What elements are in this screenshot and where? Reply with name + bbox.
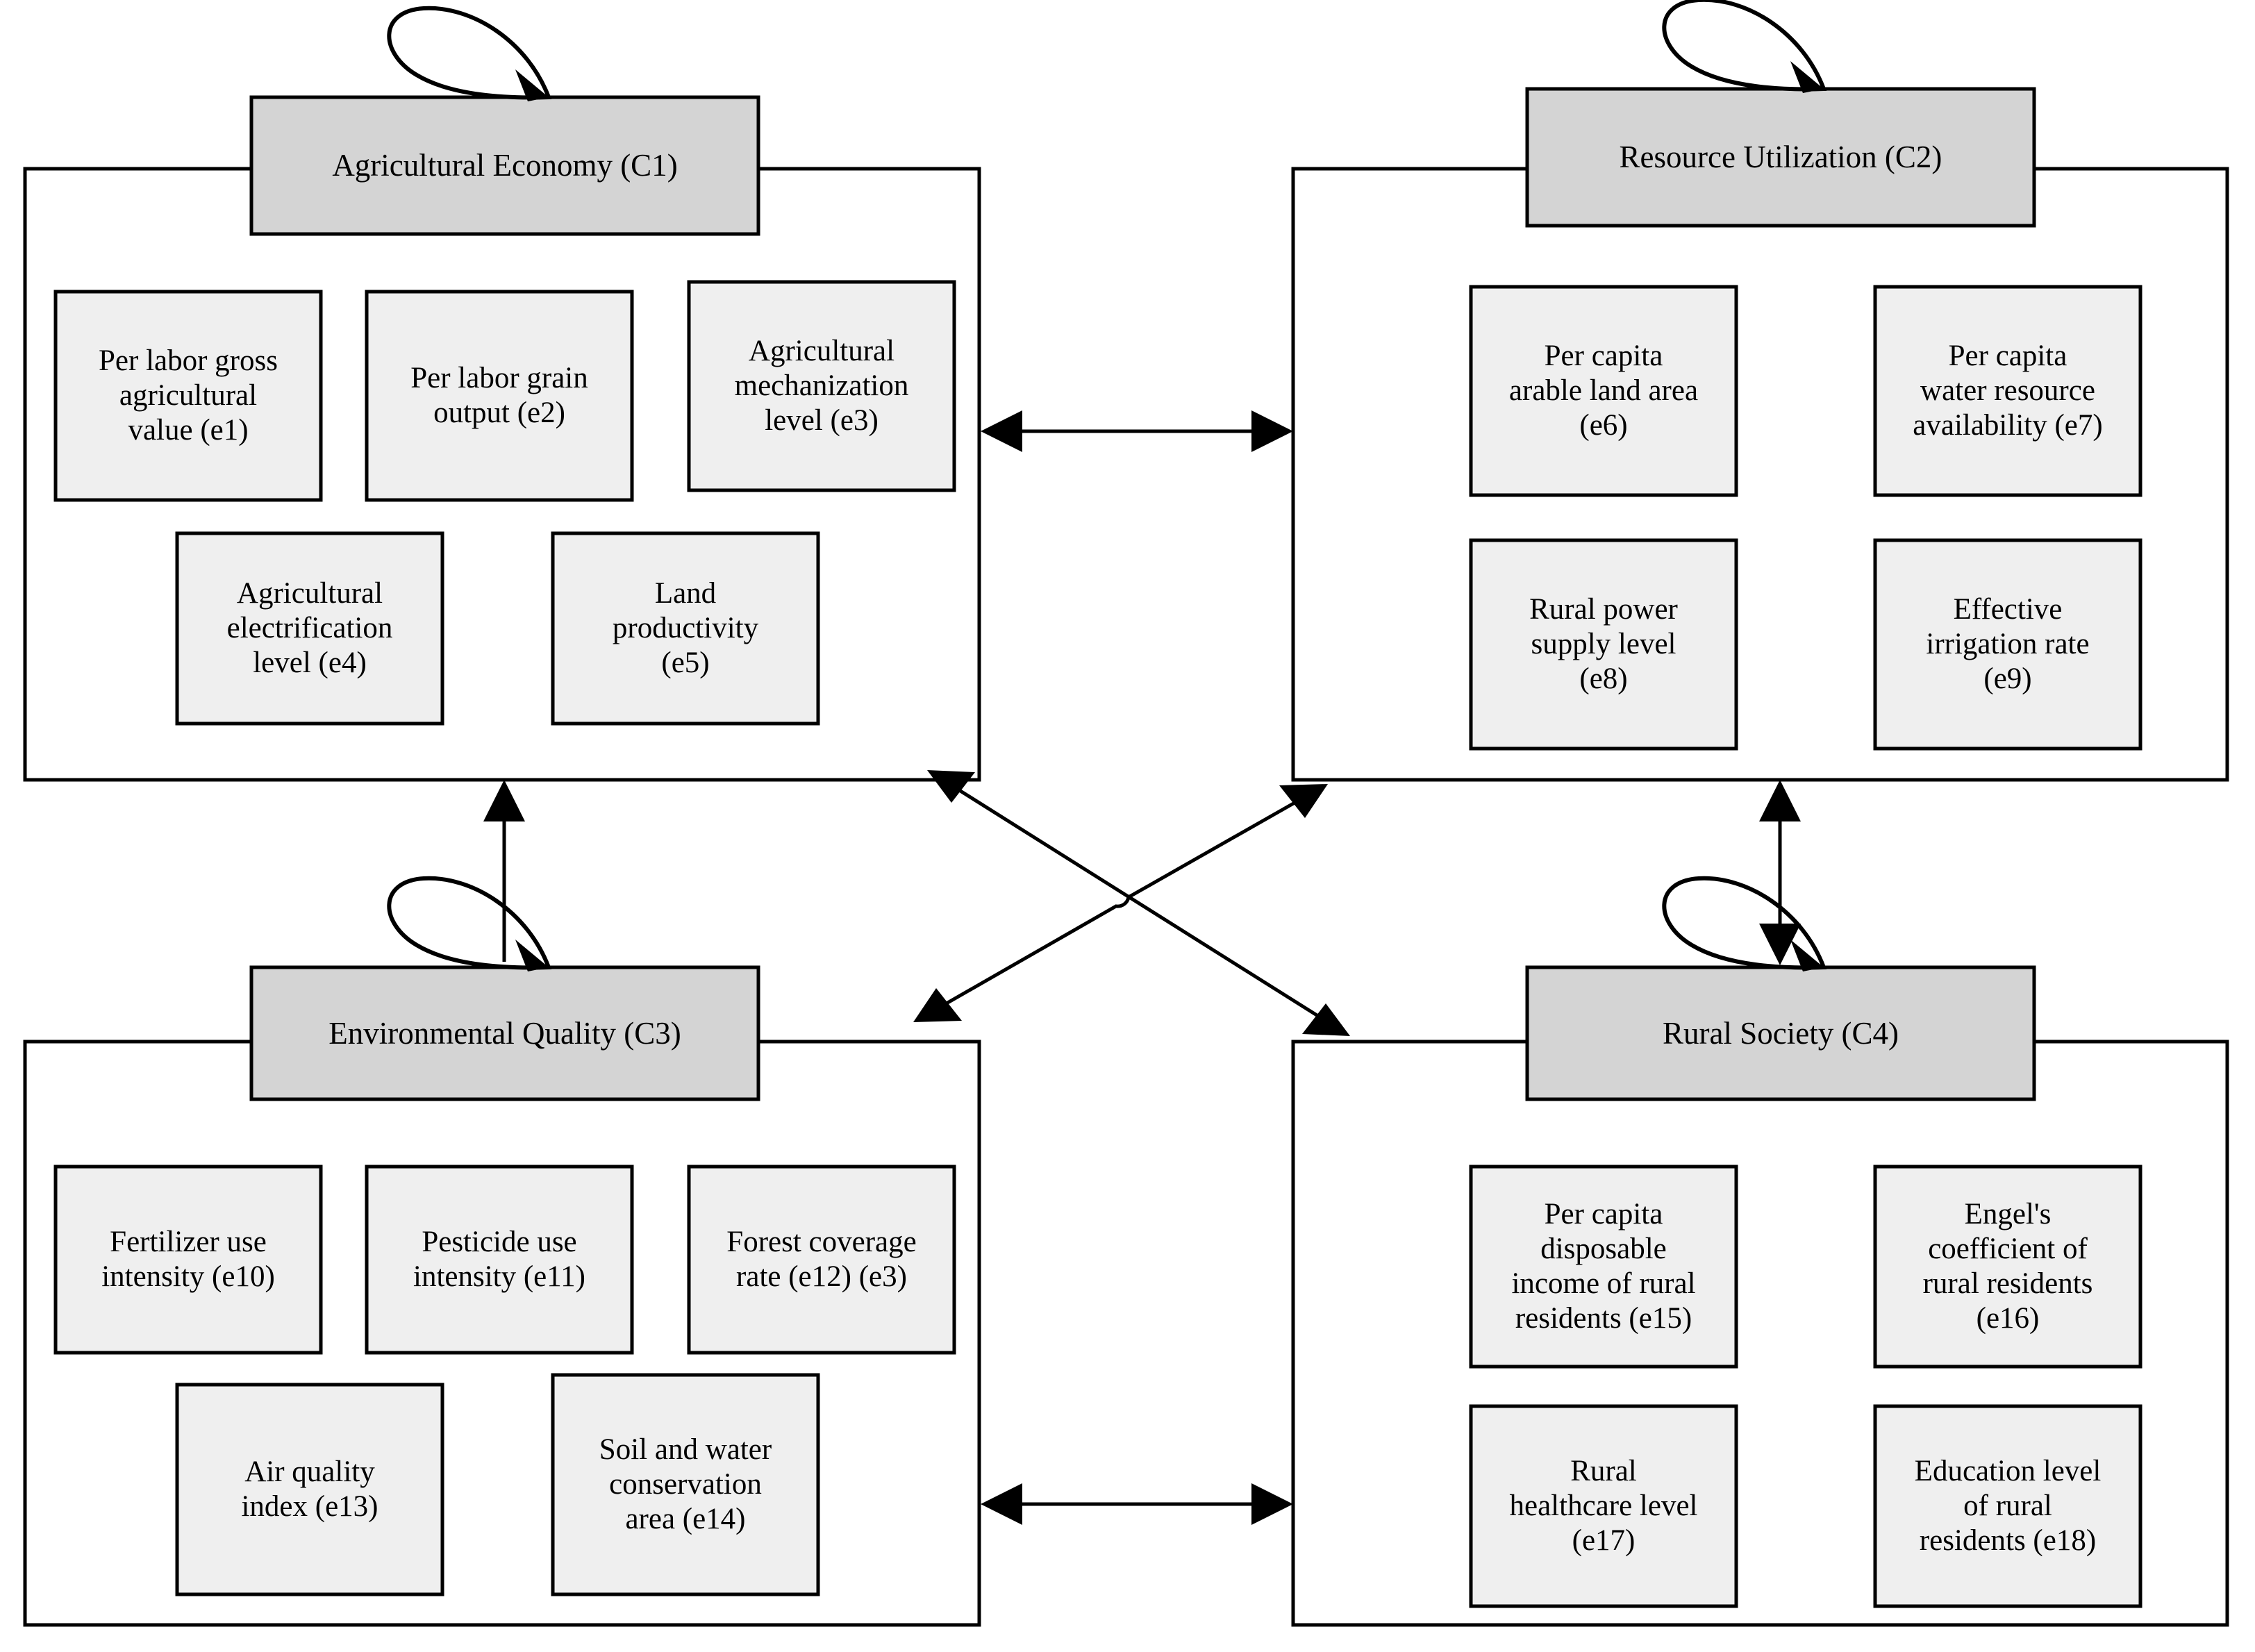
indicator-box-e11	[365, 1165, 634, 1355]
construct-box-c1	[249, 95, 760, 236]
indicator-box-e9	[1873, 538, 2142, 751]
indicator-box-e14	[551, 1373, 820, 1596]
construct-box-c3	[249, 965, 760, 1101]
indicator-box-e8	[1469, 538, 1738, 751]
edge-c2-c4	[1759, 780, 1801, 965]
indicator-box-e3	[687, 280, 956, 492]
indicator-box-e12	[687, 1165, 956, 1355]
self-loop-c4	[1662, 876, 1827, 971]
construct-box-c4	[1525, 965, 2036, 1101]
edge-c3-c1	[483, 780, 525, 962]
indicator-box-e17	[1469, 1404, 1738, 1608]
edge-c1-c2	[981, 410, 1293, 452]
construct-box-c2	[1525, 87, 2036, 228]
indicator-box-e15	[1469, 1165, 1738, 1369]
self-loop-c2	[1662, 0, 1827, 93]
edge-c3-c2	[913, 784, 1328, 1022]
edge-c3-c4	[981, 1483, 1293, 1525]
indicator-box-e7	[1873, 285, 2142, 497]
self-loop-c1	[387, 6, 552, 101]
indicator-box-e13	[175, 1383, 444, 1596]
self-loop-c3	[387, 876, 552, 971]
indicator-box-e4	[175, 531, 444, 726]
edge-c1-c4	[927, 770, 1350, 1036]
indicator-box-e16	[1873, 1165, 2142, 1369]
indicator-box-e2	[365, 290, 634, 502]
indicator-box-e5	[551, 531, 820, 726]
indicator-box-e18	[1873, 1404, 2142, 1608]
indicator-box-e6	[1469, 285, 1738, 497]
indicator-box-e1	[53, 290, 323, 502]
indicator-box-e10	[53, 1165, 323, 1355]
